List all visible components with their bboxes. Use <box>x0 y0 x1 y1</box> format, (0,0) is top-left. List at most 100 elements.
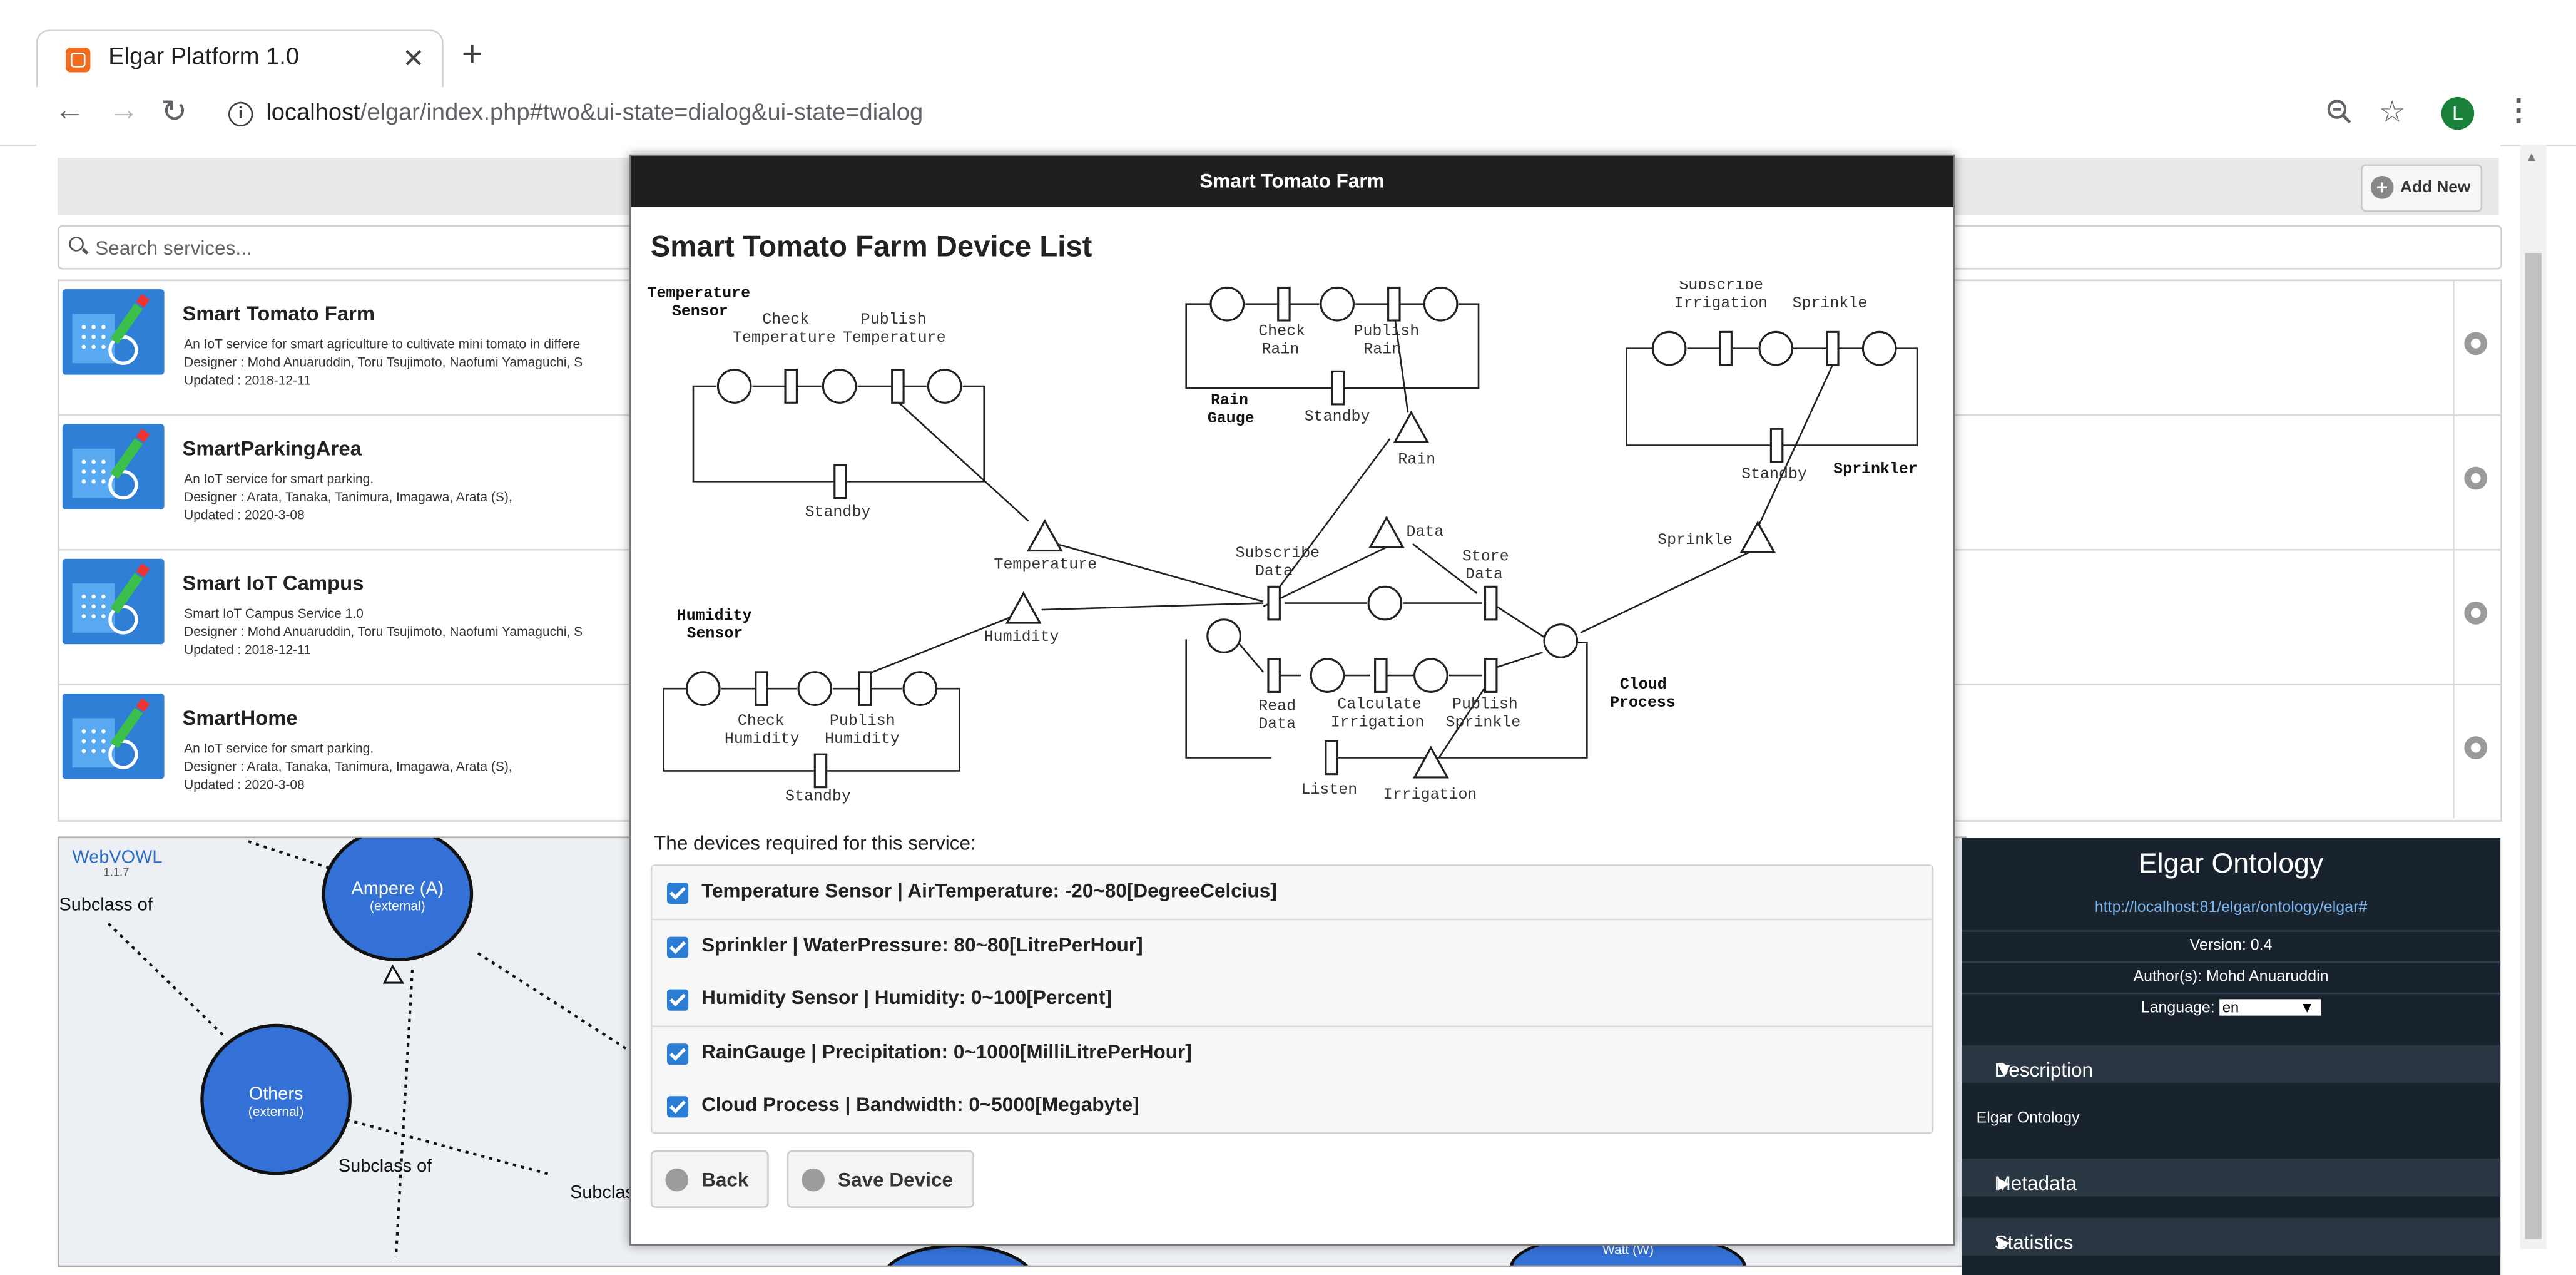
close-tab-icon[interactable]: ✕ <box>402 46 425 74</box>
webvowl-version: 1.1.7 <box>103 868 130 879</box>
node-others[interactable]: Others (external) <box>200 1023 352 1175</box>
site-info-icon[interactable]: i <box>228 101 253 127</box>
device-label: Temperature Sensor | AirTemperature: -20… <box>701 879 1277 903</box>
search-icon <box>69 237 84 252</box>
svg-text:Subscribe: Subscribe <box>1679 281 1763 294</box>
device-row[interactable]: Sprinkler | WaterPressure: 80~80[LitrePe… <box>652 920 1932 975</box>
graph-edges <box>107 840 627 1257</box>
edge-label-subclass: Subclass of <box>338 1157 432 1177</box>
ontology-panel: Elgar Ontology http://localhost:81/elgar… <box>1961 838 2501 1275</box>
device-checkbox[interactable] <box>666 1043 689 1065</box>
device-checkbox[interactable] <box>666 989 689 1011</box>
browser-tab[interactable]: Elgar Platform 1.0 ✕ <box>36 29 444 89</box>
device-row[interactable]: Cloud Process | Bandwidth: 0~5000[Megaby… <box>652 1080 1932 1133</box>
ontology-language: Language: en▼ <box>1961 992 2501 1026</box>
petri-net-diagram: Temperature Sensor Check Temperature Pub… <box>647 281 1918 806</box>
device-checkbox[interactable] <box>666 1096 689 1118</box>
service-updated: Updated : 2018-12-11 <box>184 642 311 658</box>
statistics-section-header[interactable]: ► Statistics <box>1961 1217 2501 1256</box>
svg-text:Cloud: Cloud <box>1620 676 1667 694</box>
service-title[interactable]: Smart Tomato Farm <box>182 302 375 325</box>
svg-text:Rain: Rain <box>1261 341 1299 359</box>
new-tab-icon[interactable]: + <box>461 33 483 74</box>
svg-text:Standby: Standby <box>785 788 851 806</box>
service-settings-button[interactable] <box>2453 685 2500 819</box>
webvowl-logo: WebVOWL <box>72 847 163 868</box>
service-description: An IoT service for smart parking. <box>184 471 374 487</box>
device-label: RainGauge | Precipitation: 0~1000[MilliL… <box>701 1040 1192 1063</box>
back-arrow-icon[interactable]: ← <box>54 93 86 128</box>
svg-text:Data: Data <box>1465 566 1503 583</box>
service-title[interactable]: Smart IoT Campus <box>182 571 364 595</box>
device-checkbox[interactable] <box>666 882 689 904</box>
svg-text:Sensor: Sensor <box>687 625 743 643</box>
page-scrollbar[interactable]: ▲ <box>2520 145 2547 1249</box>
service-row[interactable]: SmartHome An IoT service for smart parki… <box>59 685 2501 819</box>
svg-text:Publish: Publish <box>1452 696 1518 714</box>
scroll-up-icon[interactable]: ▲ <box>2525 149 2538 165</box>
svg-text:Humidity: Humidity <box>677 607 752 625</box>
svg-text:Rain: Rain <box>1398 451 1435 468</box>
ontology-description-text: Elgar Ontology <box>1976 1109 2080 1128</box>
scrollbar-thumb[interactable] <box>2525 253 2542 1239</box>
service-title[interactable]: SmartParkingArea <box>182 437 362 461</box>
url-text: localhost/elgar/index.php#two&ui-state=d… <box>266 100 924 127</box>
metadata-section-header[interactable]: ► Metadata <box>1961 1159 2501 1197</box>
svg-text:Rain: Rain <box>1211 392 1248 409</box>
svg-text:Data: Data <box>1258 715 1296 733</box>
device-checkbox[interactable] <box>666 936 689 958</box>
browser-menu-icon[interactable]: ⋮ <box>2503 93 2533 127</box>
svg-text:Sprinkle: Sprinkle <box>1793 295 1868 312</box>
device-row[interactable]: RainGauge | Precipitation: 0~1000[MilliL… <box>652 1027 1932 1082</box>
svg-text:Temperature: Temperature <box>733 329 836 347</box>
description-section-header[interactable]: ▼ Description <box>1961 1045 2501 1083</box>
device-label: Cloud Process | Bandwidth: 0~5000[Megaby… <box>701 1093 1139 1116</box>
node-ampere[interactable]: Ampere (A) (external) <box>322 838 474 961</box>
bookmark-star-icon[interactable]: ☆ <box>2378 95 2406 128</box>
add-new-button[interactable]: + Add New <box>2360 164 2483 212</box>
device-row[interactable]: Humidity Sensor | Humidity: 0~100[Percen… <box>652 973 1932 1028</box>
service-designer: Designer : Arata, Tanaka, Tanimura, Imag… <box>184 759 512 774</box>
device-label: Sprinkler | WaterPressure: 80~80[LitrePe… <box>701 933 1143 957</box>
svg-text:Irrigation: Irrigation <box>1383 786 1477 804</box>
service-updated: Updated : 2018-12-11 <box>184 373 311 388</box>
service-settings-button[interactable] <box>2453 280 2500 414</box>
device-row[interactable]: Temperature Sensor | AirTemperature: -20… <box>652 866 1932 921</box>
zoom-out-icon[interactable] <box>2326 99 2353 125</box>
gear-icon <box>2464 736 2488 760</box>
save-device-button[interactable]: Save Device <box>787 1150 974 1208</box>
service-description: An IoT service for smart parking. <box>184 741 374 756</box>
gear-icon <box>2464 332 2488 356</box>
svg-text:Sprinkler: Sprinkler <box>1833 461 1918 478</box>
language-select[interactable]: en▼ <box>2219 1000 2321 1016</box>
back-button[interactable]: Back <box>650 1150 769 1208</box>
address-bar[interactable]: i localhost/elgar/index.php#two&ui-state… <box>211 92 2422 138</box>
service-settings-button[interactable] <box>2453 550 2500 684</box>
svg-text:Read: Read <box>1258 697 1296 715</box>
save-grid-icon <box>802 1168 825 1192</box>
edge-label-subclass: Subclas <box>570 1183 634 1203</box>
reload-icon[interactable]: ↻ <box>161 95 188 130</box>
forward-arrow-icon[interactable]: → <box>108 93 140 128</box>
svg-text:Temperature: Temperature <box>647 285 750 302</box>
service-title[interactable]: SmartHome <box>182 707 298 730</box>
blueprint-icon <box>62 424 165 509</box>
service-updated: Updated : 2020-3-08 <box>184 508 305 523</box>
svg-text:Irrigation: Irrigation <box>1331 714 1425 732</box>
svg-text:Process: Process <box>1610 694 1676 712</box>
blueprint-icon <box>62 289 165 375</box>
profile-avatar[interactable]: L <box>2441 96 2475 130</box>
service-updated: Updated : 2020-3-08 <box>184 777 305 792</box>
service-description: Smart IoT Campus Service 1.0 <box>184 606 364 622</box>
browser-toolbar: ← → ↻ i localhost/elgar/index.php#two&ui… <box>0 87 2576 146</box>
gear-icon <box>2464 601 2488 625</box>
svg-text:Rain: Rain <box>1363 341 1401 359</box>
service-designer: Designer : Arata, Tanaka, Tanimura, Imag… <box>184 489 512 505</box>
service-designer: Designer : Mohd Anuaruddin, Toru Tsujimo… <box>184 355 583 370</box>
gear-icon <box>2464 466 2488 490</box>
svg-text:Sprinkle: Sprinkle <box>1446 714 1521 732</box>
ontology-iri-link[interactable]: http://localhost:81/elgar/ontology/elgar… <box>2094 899 2368 918</box>
svg-text:Standby: Standby <box>805 503 871 521</box>
service-settings-button[interactable] <box>2453 416 2500 549</box>
required-devices-label: The devices required for this service: <box>653 831 976 855</box>
